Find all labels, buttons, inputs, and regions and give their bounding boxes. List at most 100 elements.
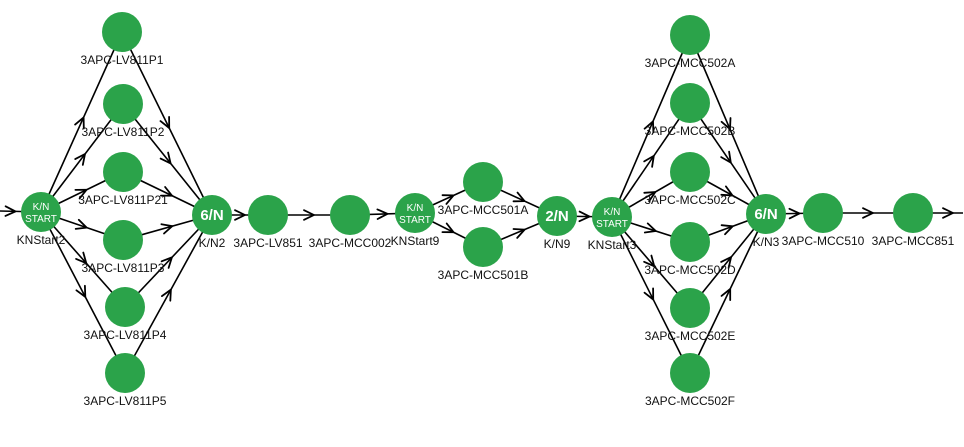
node-inner-text-kn3: 6/N [754, 206, 777, 223]
arrowhead-icon [720, 288, 732, 301]
node-label-kn9: K/N9 [544, 237, 571, 251]
node-label-lv811p5: 3APC-LV811P5 [84, 394, 167, 408]
arrowhead-icon [643, 120, 655, 134]
node-knstart3[interactable] [592, 197, 632, 237]
node-lv811p3[interactable] [103, 220, 143, 260]
edge-line-knstart3-mcc502a [611, 34, 691, 218]
edge-line-mcc502a-kn3 [689, 34, 767, 215]
edge-line-lv811p5-kn2 [124, 214, 213, 374]
node-label-knstart9: KNStart9 [391, 234, 440, 248]
edge-line-lv811p4-kn2 [124, 214, 213, 308]
node-lv811p4[interactable] [105, 287, 145, 327]
arrowhead-icon [159, 116, 171, 129]
arrowhead-icon [643, 254, 656, 268]
arrowhead-icon [720, 150, 732, 164]
node-mcc501a[interactable] [463, 162, 503, 202]
edge-line-mcc502e-kn3 [689, 213, 767, 309]
node-mcc502d[interactable] [670, 222, 710, 262]
arrowhead-icon [4, 205, 17, 217]
arrowhead-icon [160, 223, 174, 235]
node-label-mcc002: 3APC-MCC002 [309, 236, 392, 250]
node-label-mcc502e: 3APC-MCC502E [645, 329, 736, 343]
node-label-lv811p4: 3APC-LV811P4 [84, 328, 167, 342]
edge-line-mcc502f-kn3 [689, 213, 767, 374]
arrowhead-icon [303, 209, 315, 221]
node-mcc510[interactable] [803, 193, 843, 233]
arrowhead-icon [720, 256, 732, 269]
node-lv851[interactable] [248, 195, 288, 235]
node-label-lv811p21: 3APC-LV811P21 [78, 193, 168, 207]
node-lv811p1[interactable] [102, 12, 142, 52]
node-mcc002[interactable] [330, 195, 370, 235]
arrowhead-icon [512, 228, 526, 239]
arrowhead-icon [160, 186, 173, 197]
edge-line-knstart3-mcc502b [611, 102, 691, 218]
edge-line-knstart2-lv811p4 [40, 211, 126, 308]
node-lv811p2[interactable] [103, 84, 143, 124]
node-label-mcc510: 3APC-MCC510 [782, 234, 865, 248]
node-label-kn3: K/N3 [753, 235, 780, 249]
node-knstart9[interactable] [395, 193, 435, 233]
arrowhead-icon [720, 185, 734, 197]
edge-line-lv811p1-kn2 [121, 31, 213, 216]
node-label-mcc502a: 3APC-MCC502A [645, 56, 736, 70]
node-label-mcc502f: 3APC-MCC502F [645, 394, 735, 408]
arrowhead-icon [441, 222, 455, 234]
arrowhead-icon [75, 251, 88, 265]
arrowhead-icon [643, 222, 657, 234]
arrowhead-icon [578, 210, 591, 223]
node-label-knstart3: KNStart3 [588, 238, 637, 252]
node-label-knstart2: KNStart2 [17, 233, 66, 247]
edge-line-mcc502b-kn3 [689, 102, 767, 215]
arrowhead-icon [720, 224, 734, 236]
edge-line-knstart2-lv811p1 [40, 31, 123, 213]
node-label-mcc502b: 3APC-MCC502B [645, 124, 736, 138]
edge-line-knstart2-lv811p5 [40, 211, 126, 374]
arrowhead-icon [512, 191, 526, 203]
node-mcc502c[interactable] [670, 152, 710, 192]
node-mcc502f[interactable] [670, 353, 710, 393]
node-kn9[interactable] [537, 196, 577, 236]
arrowhead-icon [234, 209, 246, 221]
arrowhead-icon [75, 284, 87, 298]
node-label-lv811p1: 3APC-LV811P1 [81, 53, 164, 67]
node-label-kn2: K/N2 [199, 236, 226, 250]
node-mcc501b[interactable] [463, 227, 503, 267]
node-kn3[interactable] [746, 194, 786, 234]
node-mcc502e[interactable] [670, 288, 710, 328]
arrowhead-icon [643, 287, 655, 301]
node-label-mcc502c: 3APC-MCC502C [644, 193, 736, 207]
arrowhead-icon [74, 116, 85, 130]
node-lv811p21[interactable] [103, 152, 143, 192]
node-label-lv851: 3APC-LV851 [233, 236, 302, 250]
node-label-mcc851: 3APC-MCC851 [872, 234, 955, 248]
arrowhead-icon [160, 256, 173, 269]
node-mcc851[interactable] [893, 193, 933, 233]
node-label-mcc501a: 3APC-MCC501A [438, 203, 529, 217]
node-mcc502b[interactable] [670, 83, 710, 123]
arrowhead-icon [159, 151, 172, 165]
node-label-lv811p2: 3APC-LV811P2 [82, 125, 165, 139]
arrowhead-icon [720, 117, 732, 130]
arrowhead-icon [74, 153, 86, 166]
edge-line-knstart3-mcc502f [611, 216, 691, 374]
edge-line-lv811p2-kn2 [122, 103, 213, 216]
arrowhead-icon [643, 155, 655, 168]
node-label-mcc502d: 3APC-MCC502D [644, 263, 736, 277]
node-lv811p5[interactable] [105, 353, 145, 393]
arrowhead-icon [643, 191, 657, 203]
node-label-lv811p3: 3APC-LV811P3 [82, 261, 165, 275]
node-inner-text-kn9: 2/N [545, 208, 568, 225]
node-mcc502a[interactable] [670, 15, 710, 55]
node-kn2[interactable] [192, 195, 232, 235]
arrowhead-icon [862, 207, 874, 219]
node-inner-text-kn2: 6/N [200, 207, 223, 224]
arrowhead-icon [74, 188, 88, 200]
arrowhead-icon [376, 208, 389, 220]
node-knstart2[interactable] [21, 192, 61, 232]
